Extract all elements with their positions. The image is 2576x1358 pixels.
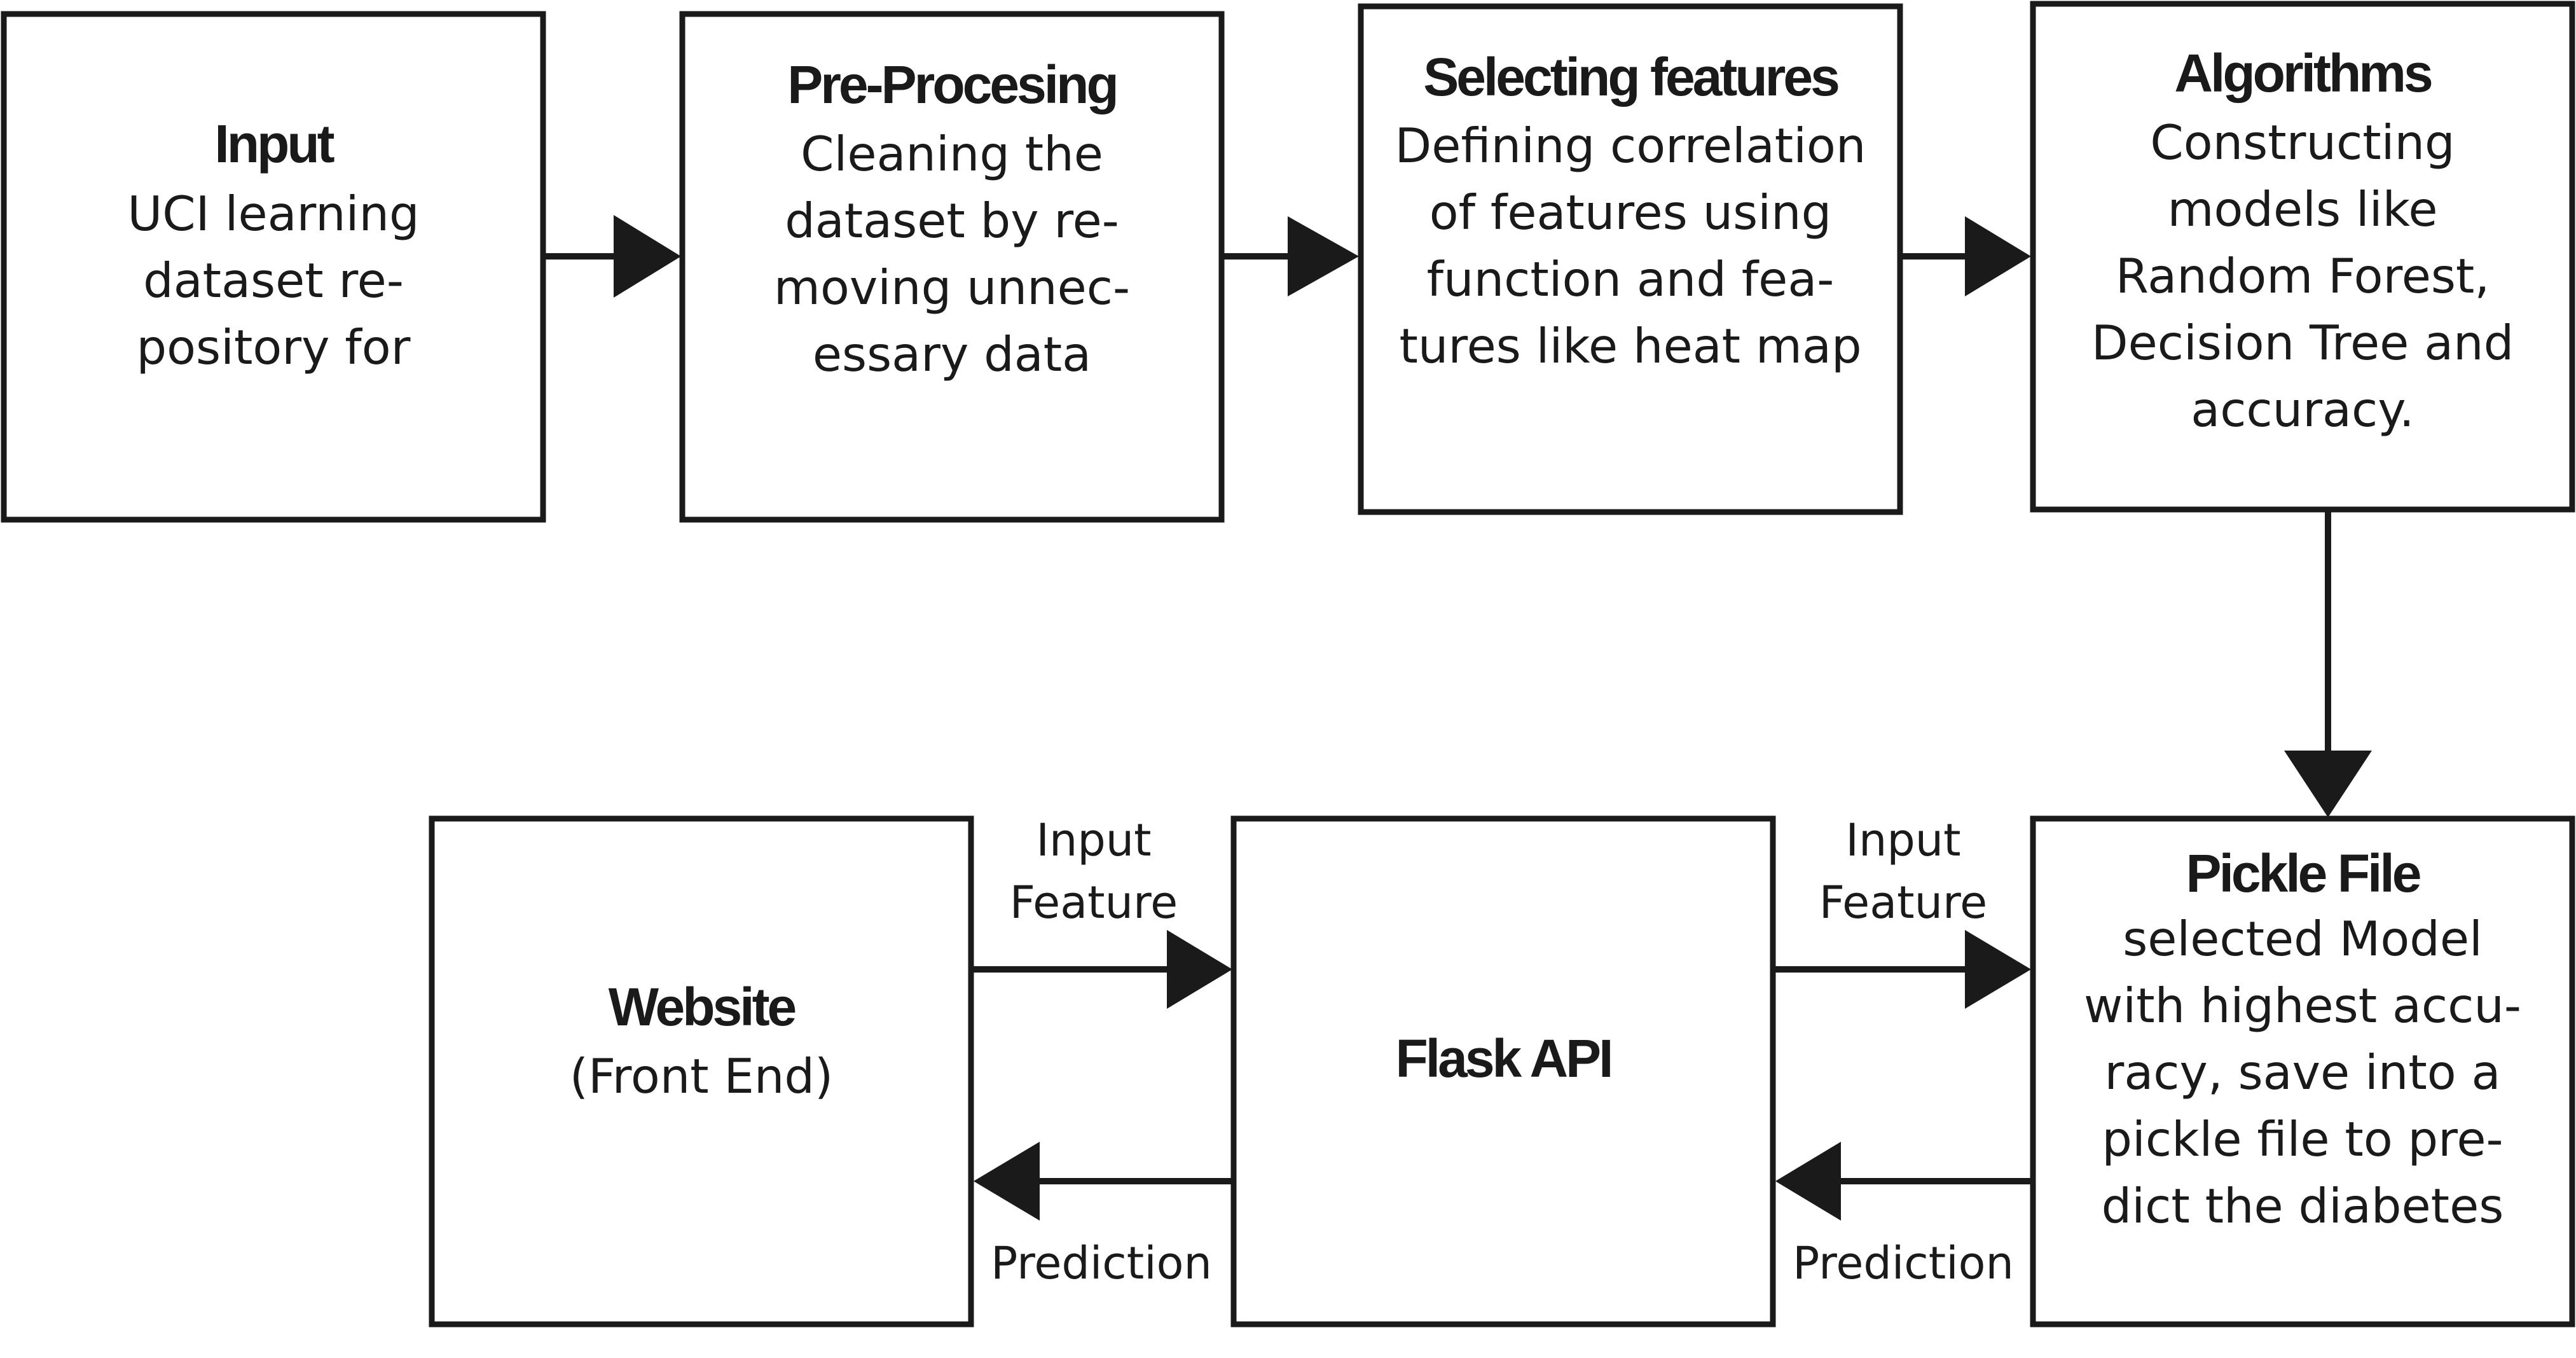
edge-pickle-to-flask-arrowhead [1775, 1142, 1841, 1221]
node-input-line-3: pository for [137, 319, 411, 375]
edge-website-to-flask-arrowhead [1167, 930, 1232, 1009]
node-flask-api-title: Flask API [1395, 1029, 1611, 1088]
node-flask-api: Flask API [1230, 815, 1776, 1327]
node-pickle-file-line-5: dict the diabetes [2102, 1178, 2504, 1234]
edge-website-to-flask: Input Feature [974, 814, 1232, 1009]
edge-selecting-to-algorithms [1903, 216, 2031, 296]
node-pickle-file-line-3: racy, save into a [2105, 1044, 2501, 1100]
edge-preprocessing-to-selecting [1224, 216, 1359, 296]
edge-flask-to-website: Prediction [974, 1142, 1231, 1289]
node-algorithms: Algorithms Constructing models like Rand… [2030, 1, 2575, 513]
node-input-line-1: UCI learning [127, 186, 419, 242]
node-selecting-features-line-3: function and fea- [1427, 251, 1835, 307]
node-preprocessing-line-1: Cleaning the [801, 126, 1103, 182]
node-preprocessing-line-4: essary data [813, 326, 1091, 382]
node-algorithms-title: Algorithms [2174, 43, 2432, 103]
edge-flask-to-pickle: Input Feature [1775, 814, 2031, 1009]
node-preprocessing-box [679, 11, 1225, 523]
node-pickle-file: Pickle File selected Model with highest … [2030, 815, 2575, 1327]
node-algorithms-line-3: Random Forest, [2116, 248, 2490, 304]
edge-flask-to-pickle-label-2: Feature [1819, 876, 1988, 929]
node-pickle-file-title: Pickle File [2186, 843, 2420, 903]
edge-website-to-flask-label-1: Input [1036, 814, 1151, 866]
edge-preprocessing-to-selecting-arrowhead [1288, 216, 1359, 296]
node-input: Input UCI learning dataset re- pository … [1, 11, 546, 523]
node-pickle-file-line-2: with highest accu- [2084, 978, 2521, 1034]
node-selecting-features-title: Selecting features [1423, 47, 1838, 107]
edge-pickle-to-flask-label: Prediction [1793, 1237, 2014, 1289]
node-selecting-features-box [1358, 3, 1903, 515]
node-input-box [1, 11, 546, 523]
node-website-subtitle: (Front End) [570, 1048, 834, 1104]
node-preprocessing-line-3: moving unnec- [774, 260, 1130, 315]
node-preprocessing-line-2: dataset by re- [785, 193, 1119, 249]
edge-flask-to-website-arrowhead [974, 1142, 1040, 1221]
node-flask-api-box [1230, 815, 1776, 1327]
edge-input-to-preprocessing [546, 215, 681, 298]
node-pickle-file-box [2030, 815, 2575, 1327]
node-preprocessing-title: Pre-Procesing [787, 55, 1117, 114]
edge-flask-to-pickle-arrowhead [1965, 930, 2031, 1009]
node-input-line-2: dataset re- [143, 253, 404, 308]
edge-website-to-flask-label-2: Feature [1010, 876, 1178, 929]
node-algorithms-line-4: Decision Tree and [2091, 315, 2514, 371]
node-selecting-features: Selecting features Defining correlation … [1358, 3, 1903, 515]
node-website-title: Website [609, 977, 796, 1037]
node-algorithms-line-2: models like [2167, 181, 2437, 237]
edge-pickle-to-flask: Prediction [1775, 1142, 2030, 1289]
edge-input-to-preprocessing-arrowhead [614, 215, 681, 298]
node-pickle-file-line-4: pickle file to pre- [2102, 1111, 2503, 1167]
node-website-box [429, 815, 974, 1327]
node-algorithms-line-1: Constructing [2150, 114, 2455, 170]
edge-flask-to-pickle-label-1: Input [1845, 814, 1960, 866]
edge-selecting-to-algorithms-arrowhead [1965, 216, 2031, 296]
edge-algorithms-to-pickle-arrowhead [2284, 751, 2372, 817]
node-algorithms-box [2030, 1, 2575, 513]
node-input-title: Input [214, 114, 334, 174]
node-pickle-file-line-1: selected Model [2123, 911, 2483, 967]
node-preprocessing: Pre-Procesing Cleaning the dataset by re… [679, 11, 1225, 523]
node-algorithms-line-5: accuracy. [2191, 382, 2414, 438]
edge-algorithms-to-pickle [2284, 512, 2372, 817]
node-website: Website (Front End) [429, 815, 974, 1327]
node-selecting-features-line-1: Defining correlation [1395, 118, 1866, 174]
edge-flask-to-website-label: Prediction [991, 1237, 1212, 1289]
node-selecting-features-line-4: tures like heat map [1399, 318, 1861, 374]
node-selecting-features-line-2: of features using [1429, 184, 1831, 240]
